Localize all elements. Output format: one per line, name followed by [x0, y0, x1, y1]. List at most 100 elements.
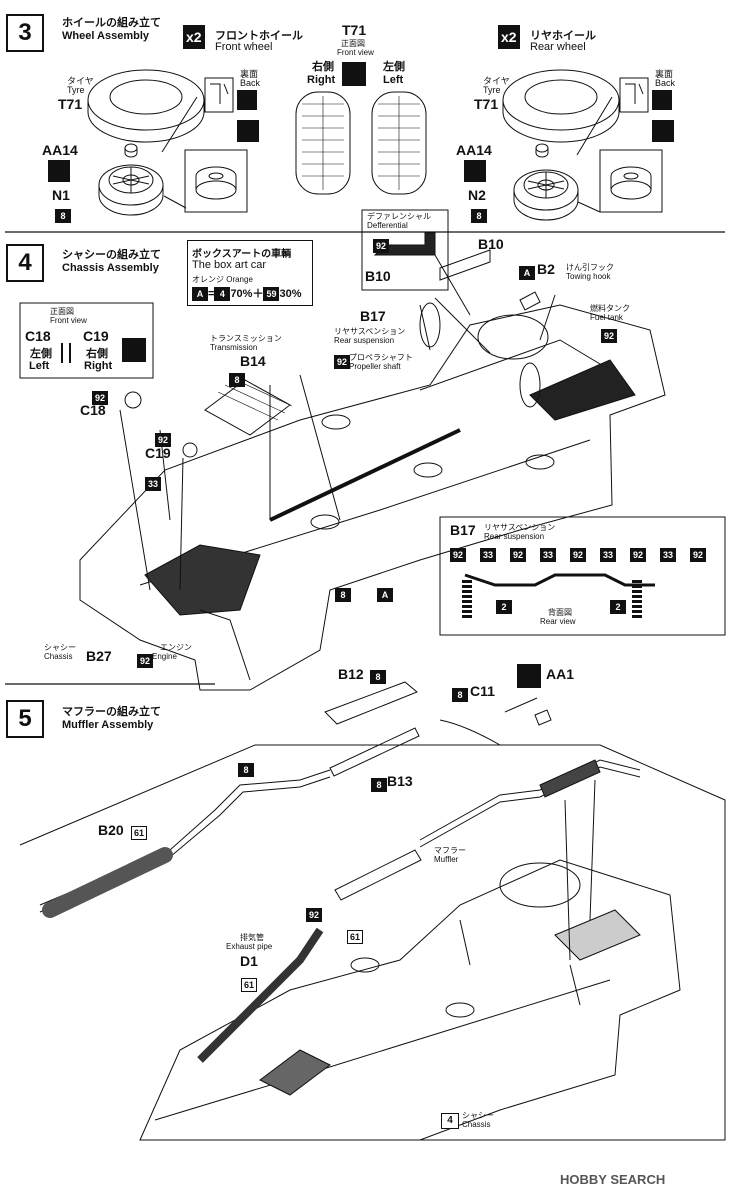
rear-wheel-drawing — [513, 143, 579, 221]
towing-hook-jp: けん引フック — [566, 263, 614, 272]
b20-part: B20 — [98, 822, 124, 838]
rear-view-en: Rear view — [540, 617, 576, 626]
sprue-2-badge-right: 2 — [610, 600, 626, 614]
rear-view-jp: 背面図 — [548, 608, 572, 617]
cement-icon — [237, 120, 259, 142]
b17-part: B17 — [360, 308, 386, 324]
chassis-drawing — [79, 249, 666, 691]
step4-title-en: Chassis Assembly — [62, 262, 159, 274]
rear-wheel-label-jp: リヤホイール — [530, 30, 596, 42]
b2-part: B2 — [537, 261, 555, 277]
cement-icon-tyre — [342, 62, 366, 86]
rear-susp-detail-jp: リヤサスペンション — [484, 523, 556, 532]
c18c19-front-view-en: Front view — [50, 316, 87, 325]
back-label-jp-front: 裏面 — [240, 69, 259, 79]
fuel-tank-jp: 燃料タンク — [590, 304, 630, 313]
step3-title-jp: ホイールの組み立て — [62, 17, 161, 29]
tyre-part-front: T71 — [58, 96, 83, 112]
paint-stripe-icon — [237, 90, 257, 110]
front-view-tyre-part: T71 — [342, 22, 367, 38]
n1-part: N1 — [52, 187, 70, 203]
boxart-title-en: The box art car — [192, 259, 266, 271]
c19-right-en: Right — [84, 360, 113, 372]
sprue-8-badge-pipe: 8 — [238, 763, 254, 777]
step5-title-en: Muffler Assembly — [62, 719, 154, 731]
chassis-label-en: Chassis — [44, 652, 73, 661]
step5-title-jp: マフラーの組み立て — [62, 706, 161, 718]
b10-part: B10 — [478, 236, 504, 252]
diff-label-en: Defferential — [367, 221, 408, 230]
engine-en: Engine — [152, 652, 177, 661]
propeller-shaft-en: Propeller shaft — [349, 362, 401, 371]
c19-part-box: C19 — [83, 328, 109, 344]
chassis-ref-jp: シャシー — [462, 1111, 494, 1120]
right-label-en: Right — [307, 74, 336, 86]
back-label-en-front: Back — [240, 78, 261, 88]
right-label-jp: 右側 — [312, 61, 334, 73]
sprue-8-badge-trans: 8 — [229, 373, 245, 387]
chassis-bottom-drawing — [139, 779, 681, 1141]
color-92-badge-prop: 92 — [334, 355, 350, 369]
color-92-badge-diff: 92 — [373, 239, 389, 253]
propeller-shaft-jp: プロペラシャフト — [349, 353, 413, 362]
diff-label-jp: デファレンシャル — [367, 212, 431, 221]
back-label-jp-rear: 裏面 — [655, 69, 674, 79]
step4-title-jp: シャシーの組み立て — [62, 249, 161, 261]
color-61-badge-d1: 61 — [241, 978, 257, 992]
step3-title-en: Wheel Assembly — [62, 30, 150, 42]
front-wheel-drawing — [98, 143, 164, 216]
c18-left-jp: 左側 — [30, 348, 52, 360]
polycap-icon-rear — [464, 160, 486, 182]
rear-suspension-jp: リヤサスペンション — [334, 327, 406, 336]
color-92-badge-fuel: 92 — [601, 329, 617, 343]
c18c19-front-view-jp: 正面図 — [50, 307, 74, 316]
tyre-front-view-drawing — [295, 91, 427, 195]
color-61-badge-exhaust: 61 — [347, 930, 363, 944]
metal-part-icon — [517, 664, 541, 688]
step-number-5: 5 — [6, 700, 44, 738]
tyre-label-en-rear: Tyre — [483, 85, 501, 95]
c18-part-box: C18 — [25, 328, 51, 344]
step4-reference-badge: 4 — [441, 1113, 459, 1129]
step-number-3: 3 — [6, 14, 44, 52]
color-92-badge-c18: 92 — [92, 391, 108, 405]
exhaust-pipe-jp: 排気管 — [240, 933, 264, 942]
back-label-en-rear: Back — [655, 78, 676, 88]
tyre-part-rear: T71 — [474, 96, 499, 112]
aa14-part-front: AA14 — [42, 142, 78, 158]
watermark: HOBBY SEARCH — [560, 1172, 666, 1187]
front-view-label-jp: 正面図 — [341, 39, 365, 48]
cement-icon-c18c19 — [122, 338, 146, 362]
sprue-8-badge-c11: 8 — [452, 688, 468, 702]
suspension-color-row: 92 33 92 33 92 33 92 33 92 — [450, 548, 706, 562]
rear-wheel-label-en: Rear wheel — [530, 41, 586, 53]
fuel-tank-en: Fuel tank — [590, 313, 623, 322]
orange-label: オレンジ Orange — [192, 275, 253, 284]
sprue-8-badge-chassis: 8 — [335, 588, 351, 602]
front-wheel-label-jp: フロントホイール — [215, 30, 303, 42]
tyre-label-jp-rear: タイヤ — [483, 76, 510, 86]
d1-part: D1 — [240, 953, 258, 969]
muffler-en: Muffler — [434, 855, 459, 864]
left-label-jp: 左側 — [383, 61, 405, 73]
b17-detail-part: B17 — [450, 522, 476, 538]
color-a-badge-chassis: A — [377, 588, 393, 602]
cement-icon-rear — [652, 120, 674, 142]
paint-stripe-icon-rear — [652, 90, 672, 110]
c18-part: C18 — [80, 402, 106, 418]
exhaust-pipe-en: Exhaust pipe — [226, 942, 273, 951]
b10-part-diff: B10 — [365, 268, 391, 284]
muffler-jp: マフラー — [434, 846, 466, 855]
box-art-color-panel — [187, 240, 313, 306]
rear-tyre-drawing — [502, 69, 620, 143]
chassis-ref-en: Chassis — [462, 1120, 491, 1129]
chassis-label-jp: シャシー — [44, 643, 76, 652]
transmission-en: Transmission — [210, 343, 258, 352]
sprue-8-badge: 8 — [55, 209, 71, 223]
color-92-badge-engine: 92 — [137, 654, 153, 668]
transmission-jp: トランスミッション — [210, 334, 282, 343]
front-wheel-label-en: Front wheel — [215, 41, 273, 53]
front-wheel-multiplier: x2 — [183, 25, 205, 49]
